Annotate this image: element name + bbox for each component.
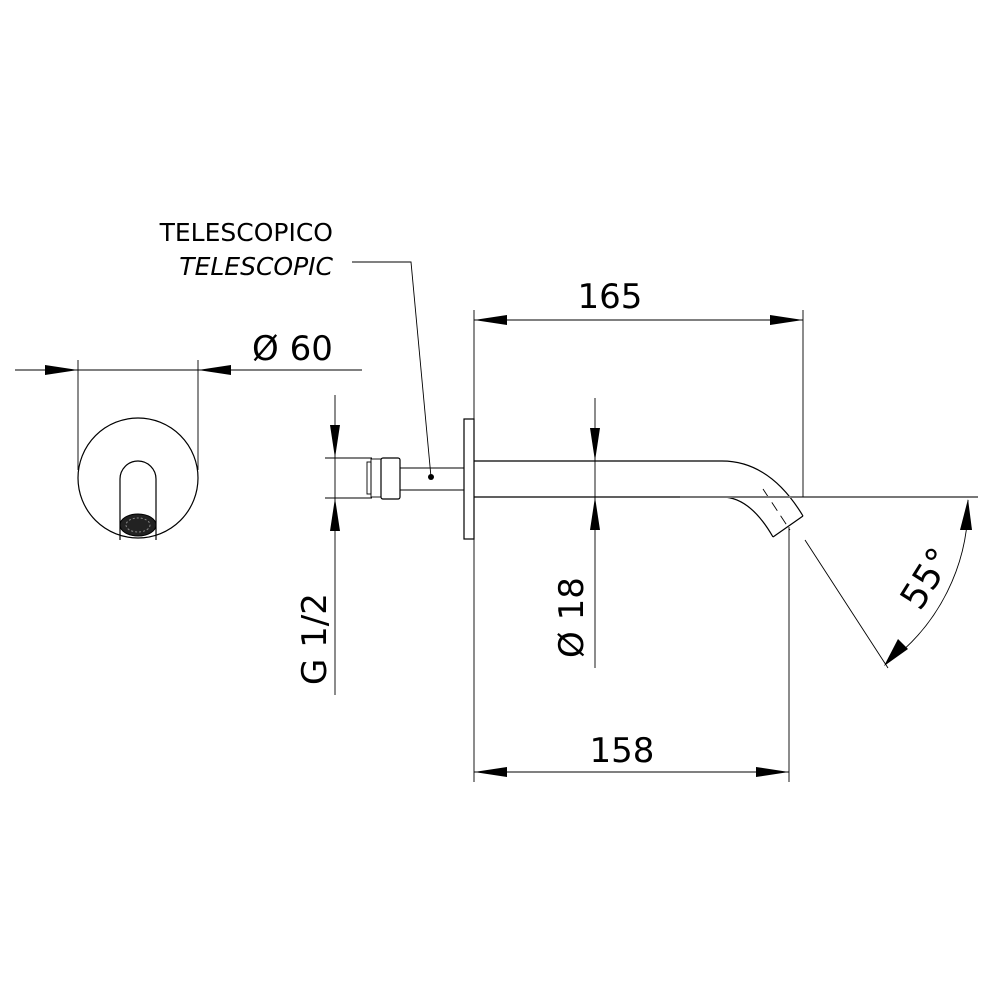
thread-dimension: G 1/2	[295, 395, 372, 695]
angle-label: 55°	[893, 541, 962, 617]
thread-label: G 1/2	[295, 593, 335, 685]
connector	[366, 418, 475, 540]
spout-outline	[119, 460, 157, 540]
angle-dimension: 55°	[804, 499, 972, 669]
dimension-158-label: 158	[590, 731, 655, 771]
dimension-158: 158	[473, 527, 790, 782]
diameter-60-label: Ø 60	[252, 329, 333, 369]
leader-line	[352, 261, 432, 478]
dimension-165: 165	[473, 277, 804, 497]
telescopic-label-en: TELESCOPIC	[179, 252, 333, 281]
flange-circle	[77, 417, 199, 539]
front-view: Ø 60	[15, 329, 362, 540]
spout	[474, 460, 804, 538]
dimension-diameter-18: Ø 18	[552, 398, 600, 668]
dimension-diameter-18-label: Ø 18	[552, 577, 592, 658]
wall-flange	[463, 418, 475, 540]
arrow-icon	[198, 365, 231, 375]
telescopic-label-it: TELESCOPICO	[159, 218, 333, 247]
arrow-icon	[45, 365, 78, 375]
dimension-165-label: 165	[578, 277, 643, 317]
aerator	[119, 513, 157, 537]
